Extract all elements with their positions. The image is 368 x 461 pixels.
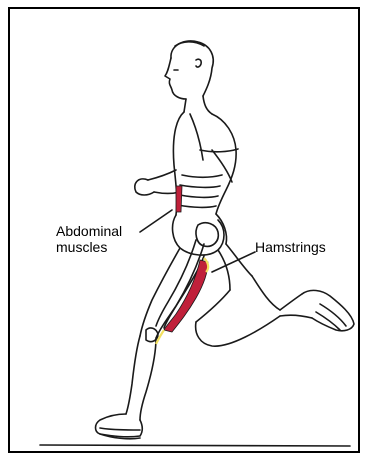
runner-head <box>165 41 213 99</box>
hamstring-muscle-shape <box>156 258 208 344</box>
runner-torso <box>173 96 238 215</box>
ground-line <box>40 445 350 446</box>
abdominal-muscles-label: Abdominal muscles <box>56 223 122 255</box>
abdominal-label-line1: Abdominal <box>56 223 122 239</box>
runner-arm <box>135 150 232 195</box>
hamstrings-leader-line <box>212 252 255 272</box>
runner-front-leg <box>196 244 354 346</box>
hamstrings-label: Hamstrings <box>255 239 326 255</box>
runner-pelvis <box>173 214 227 255</box>
runner-back-leg <box>96 248 205 439</box>
abdominal-label-line2: muscles <box>56 239 122 255</box>
abdominal-leader-line <box>140 210 172 232</box>
abdominal-muscle-shape <box>176 186 182 212</box>
